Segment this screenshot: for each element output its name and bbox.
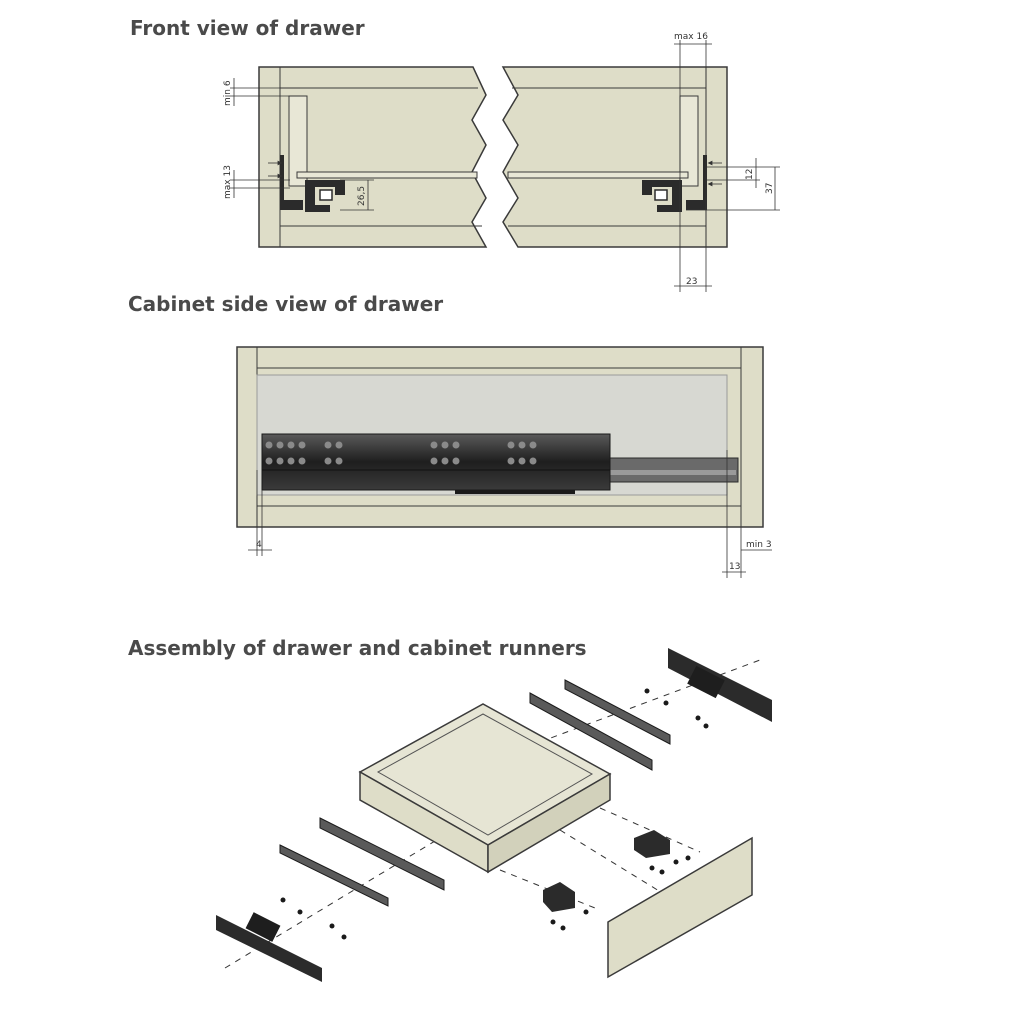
front-right-runner-profile — [642, 155, 707, 212]
front-view-drawing: min 6 max 13 26,5 max 16 12 37 23 — [223, 32, 780, 292]
side-view-drawing: 4 min 3 13 — [236, 346, 772, 578]
runner-holes — [265, 441, 537, 465]
side-view-title: Cabinet side view of drawer — [128, 292, 444, 316]
dim-max16: max 16 — [674, 32, 708, 42]
right-cabinet-runner — [668, 648, 772, 722]
dim-min6: min 6 — [223, 80, 233, 106]
locking-device-left — [543, 882, 575, 912]
left-runner-rails — [279, 817, 445, 907]
left-cabinet-runner — [216, 912, 322, 982]
drawer-box — [358, 703, 612, 874]
dim-max13: max 13 — [223, 165, 233, 199]
assembly-title: Assembly of drawer and cabinet runners — [128, 636, 587, 660]
front-left-runner-profile — [280, 155, 345, 212]
dim-13: 13 — [729, 562, 740, 572]
front-right-panel — [501, 66, 728, 248]
front-view-title: Front view of drawer — [130, 16, 365, 40]
screws — [280, 688, 709, 940]
dim-12: 12 — [745, 169, 755, 180]
locking-device-right — [634, 830, 670, 858]
dim-37: 37 — [765, 183, 775, 194]
assembly-drawing — [216, 648, 772, 982]
dim-4: 4 — [256, 540, 262, 550]
dim-min3: min 3 — [746, 540, 772, 550]
dim-23: 23 — [686, 277, 697, 287]
right-runner-rails — [529, 679, 671, 771]
dim-26-5: 26,5 — [357, 186, 367, 206]
drawer-front-panel — [607, 836, 753, 979]
